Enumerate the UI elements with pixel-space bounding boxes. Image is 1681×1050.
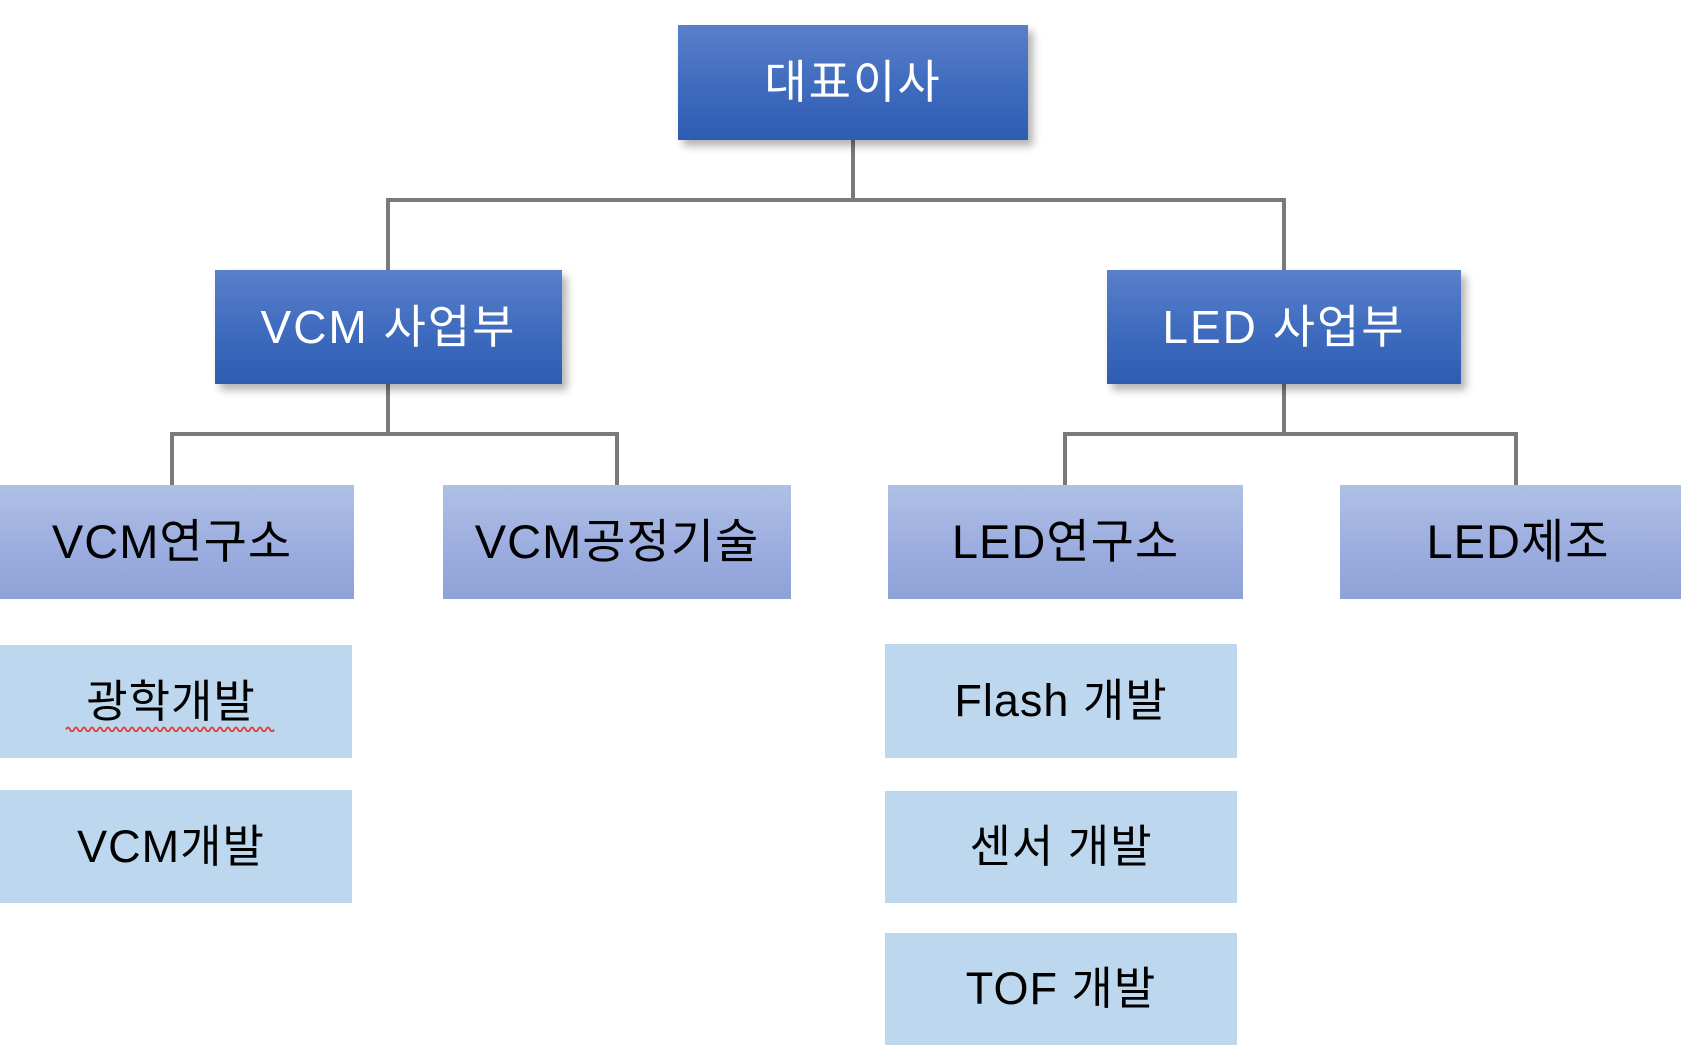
org-box-tof-dev-label: TOF 개발: [965, 963, 1157, 1015]
connector-root-stem: [851, 140, 855, 202]
org-box-vcm-division-label: VCM 사업부: [260, 300, 517, 353]
org-box-led-manufacturing[interactable]: LED제조: [1340, 485, 1681, 599]
connector-vcm-hline: [170, 432, 619, 436]
org-box-led-manufacturing-label: LED제조: [1426, 515, 1610, 569]
org-box-vcm-division[interactable]: VCM 사업부: [215, 270, 562, 384]
org-box-led-division-label: LED 사업부: [1162, 300, 1406, 353]
org-box-led-division[interactable]: LED 사업부: [1107, 270, 1461, 384]
org-box-vcm-dev-label: VCM개발: [77, 820, 265, 872]
connector-root-right-drop: [1282, 198, 1286, 270]
org-box-sensor-dev[interactable]: 센서 개발: [885, 791, 1237, 903]
connector-led-stem: [1282, 384, 1286, 436]
connector-led-right-drop: [1514, 432, 1518, 485]
org-box-vcm-process-tech[interactable]: VCM공정기술: [443, 485, 791, 599]
org-box-vcm-process-tech-label: VCM공정기술: [474, 515, 760, 569]
org-box-optics-dev-label: 광학개발: [86, 675, 256, 727]
connector-led-hline: [1063, 432, 1518, 436]
connector-root-left-drop: [386, 198, 390, 270]
org-box-led-research[interactable]: LED연구소: [888, 485, 1243, 599]
connector-vcm-stem: [386, 384, 390, 436]
org-box-ceo-label: 대표이사: [764, 56, 942, 109]
org-box-flash-dev[interactable]: Flash 개발: [885, 644, 1237, 758]
org-box-vcm-research[interactable]: VCM연구소: [0, 485, 354, 599]
org-box-sensor-dev-label: 센서 개발: [969, 821, 1153, 873]
connector-vcm-right-drop: [615, 432, 619, 485]
org-box-vcm-research-label: VCM연구소: [51, 515, 293, 569]
connector-root-hline: [386, 198, 1286, 202]
org-box-ceo[interactable]: 대표이사: [678, 25, 1028, 140]
connector-led-left-drop: [1063, 432, 1067, 485]
org-box-led-research-label: LED연구소: [951, 515, 1180, 569]
org-box-flash-dev-label: Flash 개발: [954, 675, 1168, 727]
org-box-tof-dev[interactable]: TOF 개발: [885, 933, 1237, 1045]
org-box-vcm-dev[interactable]: VCM개발: [0, 790, 352, 903]
connector-vcm-left-drop: [170, 432, 174, 485]
org-box-optics-dev[interactable]: 광학개발: [0, 645, 352, 758]
